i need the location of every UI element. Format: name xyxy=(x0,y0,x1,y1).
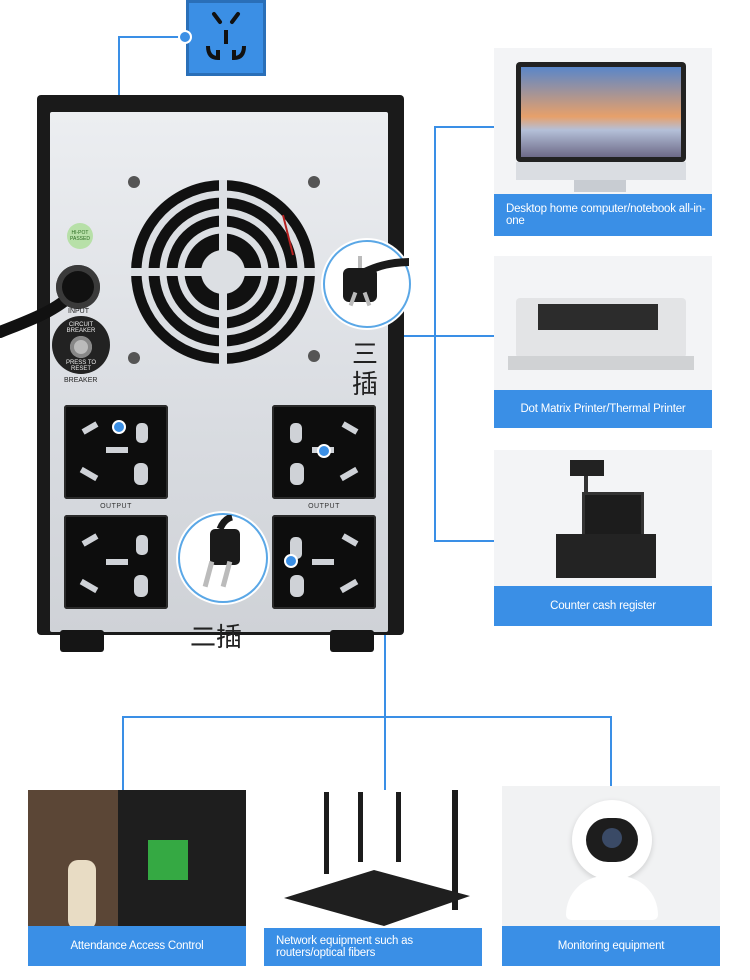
printer-card: Dot Matrix Printer/Thermal Printer xyxy=(494,256,712,428)
connector-line xyxy=(323,335,494,337)
attendance-caption: Attendance Access Control xyxy=(28,926,246,966)
input-label: INPUT xyxy=(68,308,89,315)
breaker-ring-text: CIRCUIT BREAKER xyxy=(66,322,96,334)
network-card: Network equipment such as routers/optica… xyxy=(264,790,484,966)
monitoring-caption: Monitoring equipment xyxy=(502,926,720,966)
breaker-reset-text: PRESS TO RESET xyxy=(65,360,97,372)
output-outlet-bottom-left xyxy=(64,515,168,609)
cooling-fan xyxy=(123,175,323,375)
monitoring-card: Monitoring equipment xyxy=(502,786,720,966)
connector-dot xyxy=(112,420,126,434)
universal-socket-icon xyxy=(186,0,266,76)
output-label-right: OUTPUT xyxy=(308,503,340,510)
network-caption: Network equipment such as routers/optica… xyxy=(264,928,482,966)
connector-line xyxy=(610,716,612,786)
connector-line xyxy=(384,716,386,792)
register-card: Counter cash register xyxy=(494,450,712,626)
connector-line xyxy=(434,126,436,542)
breaker-label: BREAKER xyxy=(64,377,98,384)
cash-register-icon xyxy=(550,460,660,580)
hipot-label: HI-POT PASSED xyxy=(70,230,90,242)
output-outlet-top-left xyxy=(64,405,168,499)
input-jack xyxy=(56,265,100,309)
three-pin-label: 三插 xyxy=(352,340,379,400)
ups-foot xyxy=(330,630,374,652)
screw-icon xyxy=(128,176,140,188)
three-pin-plug-callout xyxy=(323,240,412,328)
attendance-card: Attendance Access Control xyxy=(28,790,246,966)
connector-line xyxy=(384,560,386,717)
screw-icon xyxy=(308,350,320,362)
connector-line xyxy=(434,540,494,542)
connector-dot xyxy=(178,30,192,44)
connector-line xyxy=(122,716,612,718)
screw-icon xyxy=(308,176,320,188)
screw-icon xyxy=(128,352,140,364)
desktop-card: Desktop home computer/notebook all-in-on… xyxy=(494,48,712,236)
connector-dot xyxy=(284,554,298,568)
access-terminal-icon xyxy=(118,790,246,930)
hipot-sticker: HI-POT PASSED xyxy=(67,223,93,249)
printer-icon xyxy=(508,284,698,374)
mannequin-hand xyxy=(68,860,96,930)
connector-line xyxy=(434,126,494,128)
desktop-caption: Desktop home computer/notebook all-in-on… xyxy=(494,194,712,236)
register-caption: Counter cash register xyxy=(494,586,712,626)
security-camera-icon xyxy=(566,800,658,920)
two-pin-label: 二插 xyxy=(190,623,243,653)
two-pin-plug-callout xyxy=(178,513,268,603)
connector-line xyxy=(118,36,190,38)
printer-caption: Dot Matrix Printer/Thermal Printer xyxy=(494,390,712,428)
ups-foot xyxy=(60,630,104,652)
reset-button[interactable] xyxy=(70,336,92,358)
connector-dot xyxy=(317,444,331,458)
output-label-left: OUTPUT xyxy=(100,503,132,510)
connector-line xyxy=(122,716,124,792)
monitor-icon xyxy=(516,62,686,162)
circuit-breaker: CIRCUIT BREAKER PRESS TO RESET xyxy=(52,316,110,374)
router-icon xyxy=(274,790,474,926)
